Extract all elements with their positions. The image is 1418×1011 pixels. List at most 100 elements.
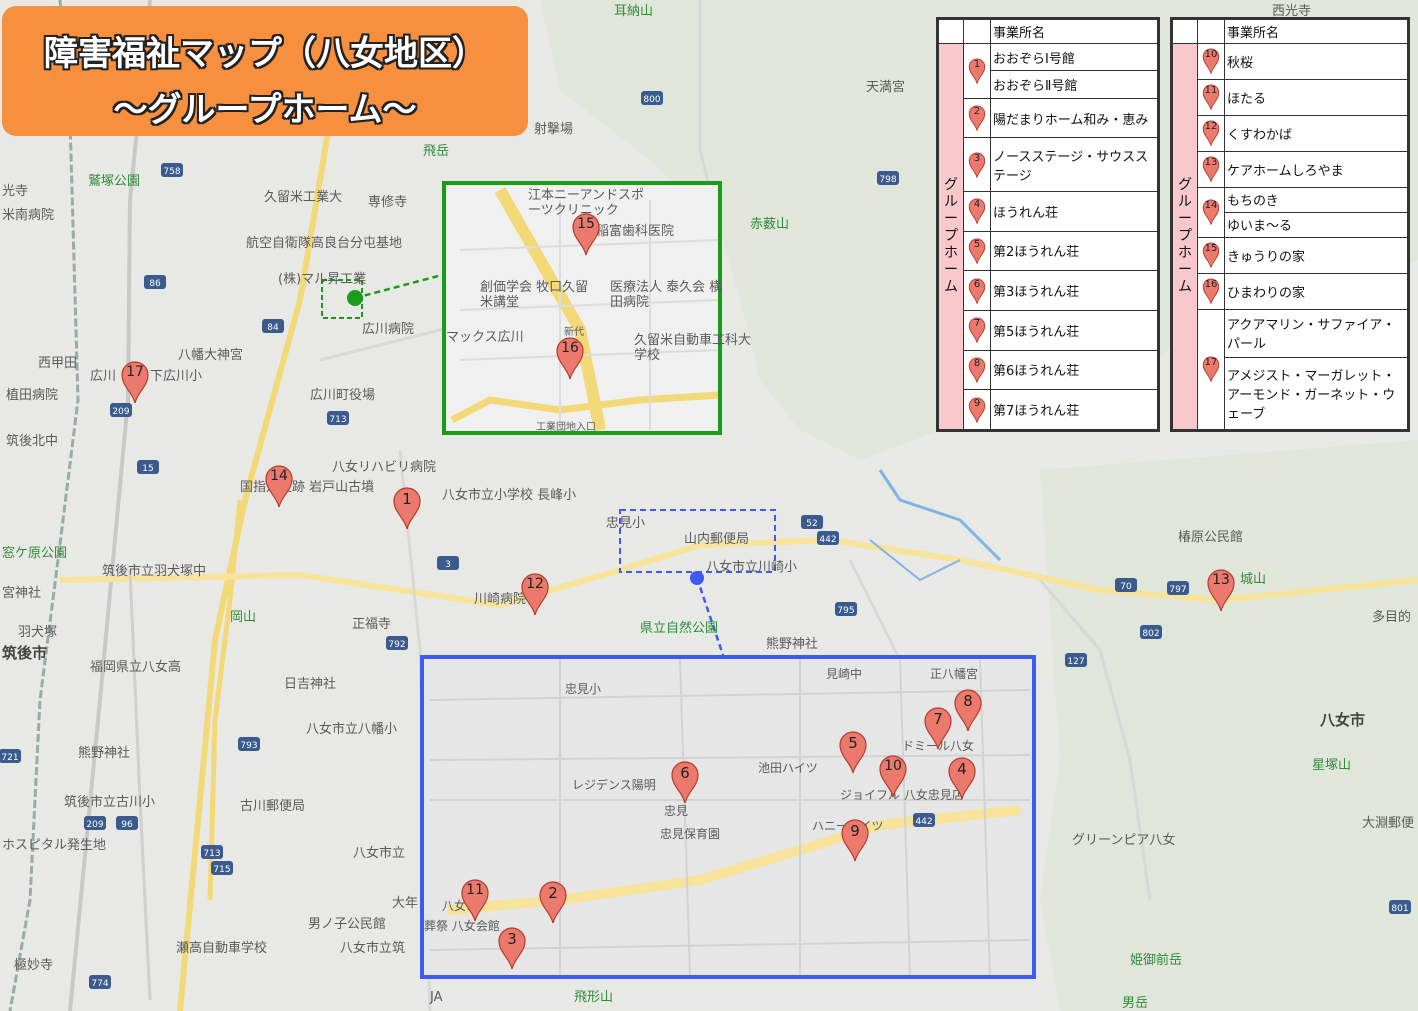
- svg-text:86: 86: [149, 279, 161, 289]
- road-number: 801: [1389, 900, 1411, 914]
- place-label: 八女リハビリ病院: [332, 460, 437, 475]
- road-number: 713: [201, 845, 223, 859]
- place-label: 福岡県立八女高: [90, 660, 182, 675]
- svg-text:792: 792: [388, 640, 405, 650]
- legend-pin-icon: 12: [1202, 119, 1220, 147]
- map-marker-17[interactable]: 17: [120, 360, 150, 404]
- svg-text:3: 3: [445, 560, 451, 570]
- map-marker-8[interactable]: 8: [953, 688, 983, 732]
- map-pin-icon: [954, 689, 982, 732]
- place-label: 山内郵便局: [684, 532, 750, 547]
- place-label: 専修寺: [368, 195, 408, 210]
- map-marker-12[interactable]: 12: [520, 572, 550, 616]
- road-number: 442: [817, 531, 839, 545]
- road-number: 798: [877, 171, 899, 185]
- map-marker-16[interactable]: 16: [555, 336, 585, 380]
- map-marker-13[interactable]: 13: [1206, 568, 1236, 612]
- legend-facility-name: ケアホームしろやま: [1224, 150, 1408, 188]
- road-number: 721: [0, 749, 21, 763]
- place-label: 広川町役場: [310, 388, 376, 403]
- map-marker-15[interactable]: 15: [571, 212, 601, 256]
- inset-blue-label: 正八幡宮: [930, 667, 979, 681]
- marker-number: 11: [466, 882, 484, 898]
- legend-pin-icon: 10: [1202, 47, 1220, 75]
- map-pin-icon: [841, 819, 869, 862]
- legend-group-label: グループホーム: [1172, 43, 1198, 430]
- map-marker-9[interactable]: 9: [840, 818, 870, 862]
- marker-number: 13: [1212, 572, 1230, 588]
- place-label: 大年: [392, 896, 419, 911]
- marker-number: 8: [963, 692, 973, 710]
- svg-text:798: 798: [879, 175, 896, 185]
- inset-blue-label: レジデンス陽明: [572, 778, 656, 792]
- svg-text:52: 52: [806, 519, 817, 529]
- map-pin-icon: [924, 707, 952, 750]
- map-marker-6[interactable]: 6: [670, 760, 700, 804]
- place-label: 極妙寺: [14, 958, 54, 973]
- svg-text:96: 96: [121, 820, 133, 830]
- map-marker-10[interactable]: 10: [878, 754, 908, 798]
- legend-pin-icon: 8: [968, 356, 986, 384]
- place-label: 姫御前岳: [1130, 953, 1183, 968]
- place-label: 星塚山: [1312, 758, 1352, 773]
- legend-facility-name: 秋桜: [1224, 43, 1408, 80]
- place-label: 赤薮山: [750, 217, 790, 232]
- place-label: 国指定史跡 岩戸山古墳: [240, 480, 375, 495]
- place-label: 米南病院: [2, 208, 55, 223]
- legend-group-label: グループホーム: [938, 43, 964, 430]
- map-pin-icon: [461, 879, 489, 922]
- road-number: 70: [1115, 578, 1137, 592]
- legend-facility-name: きゅうりの家: [1224, 236, 1408, 274]
- legend-facility-name: 第3ほうれん荘: [990, 270, 1158, 311]
- inset-blue-label: 池田ハイツ: [758, 761, 818, 775]
- place-label: 鷲塚公園: [88, 174, 141, 189]
- place-label: 椿原公民館: [1178, 530, 1244, 545]
- place-label: 筑後市: [2, 644, 48, 662]
- marker-number: 14: [270, 468, 288, 484]
- legend-pin-icon: 14: [1202, 198, 1220, 226]
- map-marker-5[interactable]: 5: [838, 730, 868, 774]
- place-label: 男岳: [1122, 996, 1149, 1011]
- map-marker-1[interactable]: 1: [392, 486, 422, 530]
- legend-facility-name: おおぞらⅡ号館: [990, 70, 1158, 99]
- road-number: 3: [437, 556, 459, 570]
- inset-green-label: 工業団地入口: [536, 422, 596, 433]
- place-label: 筑後北中: [6, 434, 59, 449]
- svg-text:793: 793: [240, 741, 257, 751]
- road-number: 802: [1140, 625, 1162, 639]
- road-number: 713: [327, 411, 349, 425]
- map-pin-icon: [556, 337, 584, 380]
- legend-facility-name: もちのき: [1224, 186, 1408, 213]
- inset-blue-label: 忠見小: [565, 682, 602, 696]
- map-marker-11[interactable]: 11: [460, 878, 490, 922]
- inset-green-label: 江本ニーアンドスポーツクリニック: [528, 188, 644, 218]
- place-label: 岡山: [230, 610, 257, 625]
- inset-green-label: 医療法人 泰久会 横田病院: [610, 280, 723, 310]
- place-label: (株)マル昇工業: [278, 272, 367, 287]
- place-label: 八幡大神宮: [178, 348, 244, 363]
- place-label: 久留米工業大: [264, 190, 343, 205]
- place-label: グリーンピア八女: [1072, 833, 1176, 848]
- place-label: 熊野神社: [766, 637, 819, 652]
- legend-pin-icon: 11: [1202, 83, 1220, 111]
- legend-pin-icon: 7: [968, 316, 986, 344]
- map-marker-7[interactable]: 7: [923, 706, 953, 750]
- map-marker-14[interactable]: 14: [264, 464, 294, 508]
- place-label: 多目的: [1372, 610, 1412, 625]
- marker-number: 3: [507, 930, 517, 948]
- road-number: 792: [386, 636, 408, 650]
- road-number: 793: [238, 737, 260, 751]
- road-number: 96: [116, 816, 138, 830]
- map-marker-4[interactable]: 4: [947, 756, 977, 800]
- place-label: 八女市立: [353, 846, 406, 861]
- road-number: 774: [89, 975, 111, 989]
- map-marker-2[interactable]: 2: [538, 880, 568, 924]
- map-marker-3[interactable]: 3: [497, 926, 527, 970]
- marker-number: 5: [848, 734, 858, 752]
- place-label: 瀬高自動車学校: [176, 941, 268, 956]
- legend-pin-icon: 16: [1202, 277, 1220, 305]
- place-label: 宮神社: [2, 586, 42, 601]
- marker-number: 2: [548, 884, 558, 902]
